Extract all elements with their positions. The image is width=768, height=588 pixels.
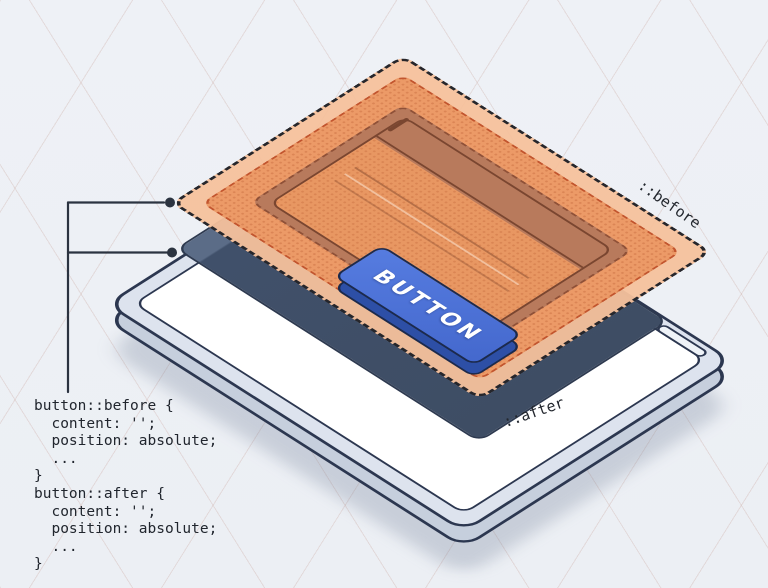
- code-line: ...: [34, 450, 78, 467]
- code-line: content: '';: [34, 503, 157, 520]
- code-line: position: absolute;: [34, 521, 218, 538]
- code-line: button::before {: [34, 398, 174, 414]
- css-code-snippet: button::before { content: ''; position: …: [34, 398, 217, 574]
- code-line: button::after {: [34, 485, 165, 502]
- code-line: ...: [34, 538, 78, 555]
- url-bar: [386, 117, 410, 132]
- code-line: }: [34, 556, 43, 573]
- code-line: }: [34, 468, 43, 485]
- code-line: content: '';: [34, 415, 157, 432]
- code-line: position: absolute;: [34, 433, 218, 450]
